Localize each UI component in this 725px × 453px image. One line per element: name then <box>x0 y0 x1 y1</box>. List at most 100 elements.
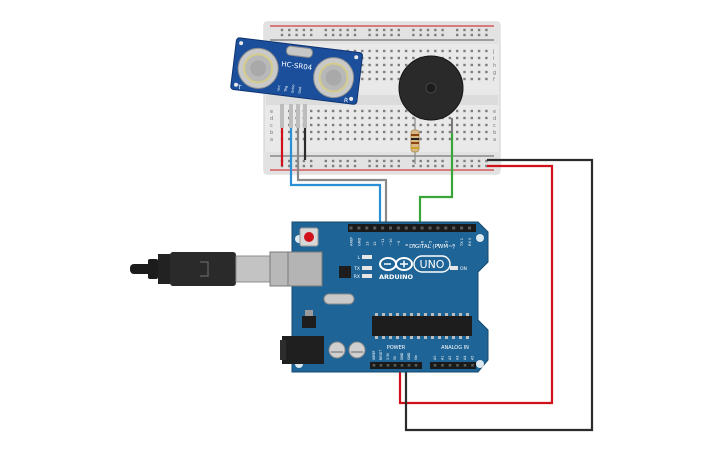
voltage-regulator <box>302 316 316 328</box>
sensor-model-label: HC-SR04 <box>281 60 313 72</box>
sensor-t-mark: T <box>236 84 242 92</box>
digital-pin-label: 13 <box>365 241 369 246</box>
led-on-icon <box>450 266 458 270</box>
analog-pin-label: A1 <box>441 356 445 360</box>
sensor-pin-label: Gnd <box>297 86 302 93</box>
analog-pin-label: A4 <box>463 356 467 360</box>
row-letter-left: a <box>270 137 273 143</box>
row-letter-right: c <box>493 123 496 129</box>
row-letter-right: d <box>493 116 496 122</box>
sensor-r-mark: R <box>343 97 348 104</box>
row-letter-right: i <box>493 56 494 62</box>
row-letter-right: b <box>493 130 496 136</box>
row-letter-right: j <box>492 49 494 55</box>
analog-pin-label: A2 <box>448 356 452 360</box>
reset-button[interactable] <box>299 227 319 247</box>
sensor-pin-label: Trig <box>283 86 288 93</box>
digital-pin-label: ~3 <box>444 241 448 246</box>
wire-echo[interactable] <box>296 128 388 228</box>
analog-header[interactable] <box>430 362 476 369</box>
row-letter-right: f <box>493 77 495 83</box>
analog-header-label: ANALOG IN <box>441 345 469 351</box>
digital-pin-label: ~5 <box>429 241 433 246</box>
crystal-oscillator <box>323 293 355 305</box>
wires <box>280 128 594 432</box>
power-pin-label: RESET <box>379 350 383 360</box>
digital-pin-label: ~10 <box>389 238 393 246</box>
board-model-label: UNO <box>420 258 445 271</box>
row-letter-left: b <box>270 130 273 136</box>
wire-gnd[interactable] <box>404 158 594 432</box>
row-letter-left: c <box>270 123 273 129</box>
led-on-label: ON <box>460 266 467 272</box>
transducer-right <box>313 57 355 99</box>
digital-pin-label: 4 <box>436 243 440 246</box>
led-l-icon <box>362 255 372 259</box>
digital-pin-label: AREF <box>350 237 354 246</box>
digital-pin-label: RX 0 <box>468 237 472 246</box>
analog-pin-label: A0 <box>433 356 437 360</box>
microcontroller-chip <box>372 313 472 339</box>
digital-pin-label: ~11 <box>381 238 385 246</box>
power-header-label: POWER <box>387 345 406 351</box>
power-pin-label: IOREF <box>372 350 376 360</box>
analog-pin-label: A3 <box>456 356 460 360</box>
arduino-logo-icon <box>379 257 413 271</box>
piezo-buzzer[interactable] <box>398 55 464 133</box>
power-jack[interactable] <box>280 336 324 364</box>
power-pin-label: 3.3V <box>386 352 390 360</box>
digital-pin-label: GND <box>357 238 361 246</box>
digital-pin-holes <box>349 226 471 230</box>
wire-5v[interactable] <box>398 164 554 405</box>
digital-pin-label: TX 1 <box>460 238 464 247</box>
row-letter-right: h <box>493 63 496 69</box>
led-tx-label: TX <box>353 266 360 272</box>
uno-badge <box>413 255 451 273</box>
digital-pin-label: 12 <box>373 241 377 246</box>
board-brand-label: ARDUINO <box>379 273 414 281</box>
sensor-pin-label: Echo <box>290 84 295 93</box>
power-pin-label: GND <box>407 352 411 360</box>
center-channel <box>266 95 498 105</box>
digital-pin-label: 7 <box>413 244 417 246</box>
digital-pin-label: 8 <box>405 243 409 246</box>
wire-buzzer[interactable] <box>418 133 454 228</box>
capacitor-1 <box>328 341 346 359</box>
usb-chip <box>339 266 351 278</box>
digital-header-label: DIGITAL (PWM~) <box>409 244 455 250</box>
wire-trig[interactable] <box>289 128 382 228</box>
power-pin-holes <box>372 364 474 367</box>
row-letter-left: e <box>270 109 273 115</box>
led-rx-icon <box>362 274 372 278</box>
sensor-pin-label: Vcc <box>277 85 282 92</box>
resistor[interactable] <box>410 118 420 164</box>
capacitor-2 <box>348 341 366 359</box>
digital-pin-label: ~6 <box>421 240 425 246</box>
led-l-label: L <box>357 255 360 261</box>
digital-header[interactable] <box>348 224 476 232</box>
led-rx-label: RX <box>354 274 360 280</box>
crystal-icon <box>285 45 313 58</box>
digital-pin-label: 2 <box>452 244 456 246</box>
transducer-left <box>237 47 279 89</box>
usb-socket <box>287 251 323 287</box>
row-letter-left: d <box>270 116 273 122</box>
row-letter-right: g <box>493 70 496 76</box>
power-pin-label: 5V <box>393 355 397 360</box>
row-letter-right: e <box>493 109 496 115</box>
analog-pin-label: A5 <box>471 356 475 360</box>
row-letter-right: a <box>493 137 496 143</box>
power-pin-label: GND <box>400 352 404 360</box>
usb-icon <box>200 261 209 277</box>
led-tx-icon <box>362 266 372 270</box>
sensor-pin-headers <box>280 104 307 128</box>
digital-pin-label: ~9 <box>397 240 401 246</box>
power-pin-label: Vin <box>414 355 418 360</box>
